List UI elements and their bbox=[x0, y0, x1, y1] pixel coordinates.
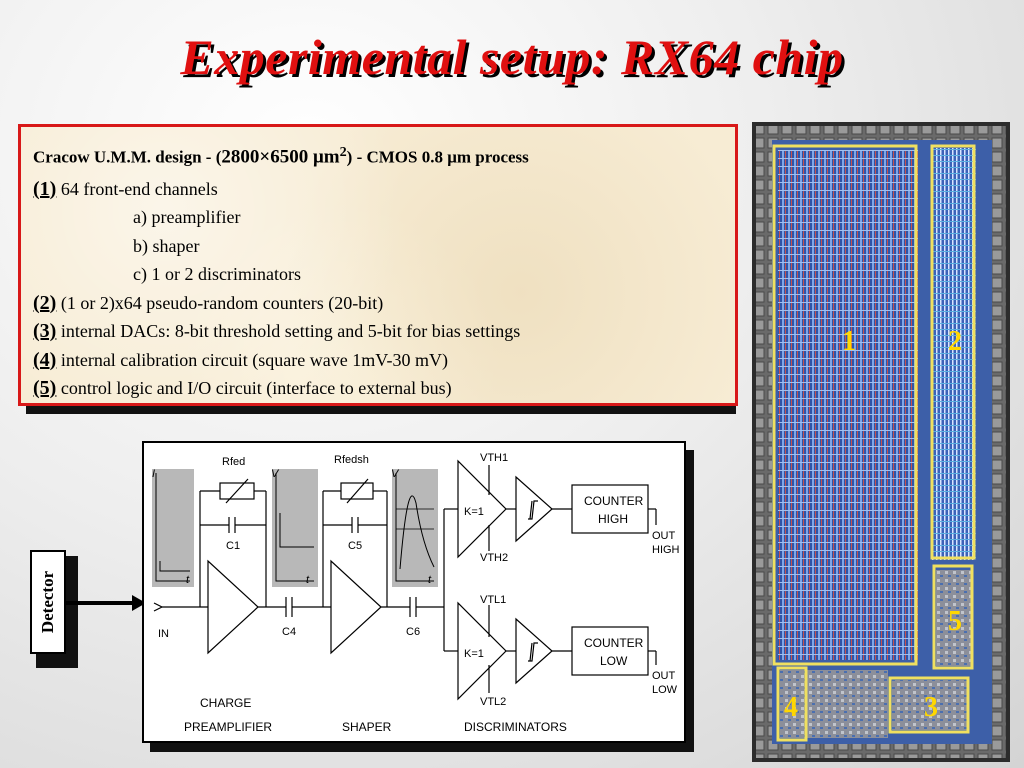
label-vtl2: VTL2 bbox=[480, 696, 506, 708]
chip-region-1 bbox=[772, 144, 918, 666]
out-high-line1: OUT bbox=[652, 530, 676, 542]
schmitt-high-triangle bbox=[515, 475, 553, 543]
preamp-triangle bbox=[207, 559, 259, 655]
chip-region-3 bbox=[888, 676, 970, 734]
detector-box: Detector bbox=[30, 550, 66, 654]
item-2: (2) (1 or 2)x64 pseudo-random counters (… bbox=[33, 291, 384, 314]
label-c5: C5 bbox=[348, 540, 362, 552]
chip-layout-svg: 1 2 3 4 5 bbox=[752, 122, 1010, 762]
block-diagram-svg: IN Rfed Rfedsh C1 C4 C5 C6 VTH1 VTH2 VTL… bbox=[152, 452, 680, 734]
axis-i: I bbox=[152, 468, 155, 480]
schmitt-low-icon bbox=[528, 642, 538, 662]
label-vth1: VTH1 bbox=[480, 452, 508, 464]
label-preamplifier: PREAMPLIFIER bbox=[184, 720, 272, 734]
shaper-triangle bbox=[330, 559, 382, 655]
info-header: Cracow U.M.M. design - (2800×6500 μm2) -… bbox=[33, 135, 735, 175]
counter-high-line1: COUNTER bbox=[584, 494, 644, 508]
item-3: (3) internal DACs: 8-bit threshold setti… bbox=[33, 320, 521, 343]
detector-wire bbox=[66, 601, 134, 605]
axis-t1: t bbox=[186, 574, 190, 586]
plot-preamp-input bbox=[152, 469, 194, 587]
chip-label-4: 4 bbox=[784, 692, 798, 723]
disc-low-triangle bbox=[457, 601, 507, 701]
label-k1: K=1 bbox=[464, 506, 484, 518]
label-c6: C6 bbox=[406, 626, 420, 638]
chip-label-1: 1 bbox=[842, 326, 856, 357]
axis-v1: V bbox=[271, 468, 280, 480]
label-vth2: VTH2 bbox=[480, 552, 508, 564]
chip-label-2: 2 bbox=[948, 326, 962, 357]
label-discriminators: DISCRIMINATORS bbox=[464, 720, 567, 734]
schmitt-high-icon bbox=[528, 500, 538, 520]
subitem-b: b) shaper bbox=[133, 235, 200, 256]
out-low-line1: OUT bbox=[652, 670, 676, 682]
schmitt-low-triangle bbox=[515, 617, 553, 685]
counter-high-line2: HIGH bbox=[598, 512, 628, 526]
input-arrow-icon bbox=[153, 602, 164, 612]
chip-region-5 bbox=[932, 564, 974, 670]
detector-label: Detector bbox=[38, 570, 57, 634]
label-in: IN bbox=[158, 628, 169, 640]
plot-shaper-output bbox=[392, 469, 438, 587]
item-5: (5) control logic and I/O circuit (inter… bbox=[33, 377, 452, 400]
subitem-c: c) 1 or 2 discriminators bbox=[133, 264, 301, 285]
label-c4: C4 bbox=[282, 626, 296, 638]
chip-label-5: 5 bbox=[948, 606, 962, 637]
axis-t2: t bbox=[306, 574, 310, 586]
plot-preamp-output bbox=[272, 469, 318, 587]
header-dims: 2800×6500 μm bbox=[221, 146, 340, 168]
disc-high-triangle bbox=[457, 459, 507, 559]
item-1: (1) 64 front-end channels bbox=[33, 177, 218, 200]
info-box: Cracow U.M.M. design - (2800×6500 μm2) -… bbox=[18, 124, 738, 406]
chip-region-2 bbox=[930, 144, 976, 560]
out-low-line2: LOW bbox=[652, 684, 678, 696]
slide-title: Experimental setup: RX64 chip bbox=[180, 29, 844, 85]
counter-low-line2: LOW bbox=[600, 654, 628, 668]
subitem-a: a) preamplifier bbox=[133, 207, 241, 228]
label-rfed: Rfed bbox=[222, 456, 245, 468]
header-suffix: ) - CMOS 0.8 μm process bbox=[346, 147, 529, 167]
chip-label-3: 3 bbox=[924, 692, 938, 723]
label-charge: CHARGE bbox=[200, 696, 251, 710]
label-vtl1: VTL1 bbox=[480, 594, 506, 606]
header-sup: 2 bbox=[339, 144, 347, 160]
block-diagram: IN Rfed Rfedsh C1 C4 C5 C6 VTH1 VTH2 VTL… bbox=[142, 441, 686, 743]
label-rfedsh: Rfedsh bbox=[334, 454, 369, 466]
label-shaper: SHAPER bbox=[342, 720, 392, 734]
header-prefix: Cracow U.M.M. design - ( bbox=[33, 147, 222, 167]
axis-v2: V bbox=[391, 468, 400, 480]
chip-layout: 1 2 3 4 5 bbox=[752, 122, 1010, 762]
counter-low-line1: COUNTER bbox=[584, 636, 644, 650]
chip-region-4 bbox=[776, 666, 808, 742]
label-c1: C1 bbox=[226, 540, 240, 552]
out-high-line2: HIGH bbox=[652, 544, 680, 556]
label-k2: K=1 bbox=[464, 648, 484, 660]
axis-t3: t bbox=[428, 574, 432, 586]
item-4: (4) internal calibration circuit (square… bbox=[33, 348, 449, 371]
